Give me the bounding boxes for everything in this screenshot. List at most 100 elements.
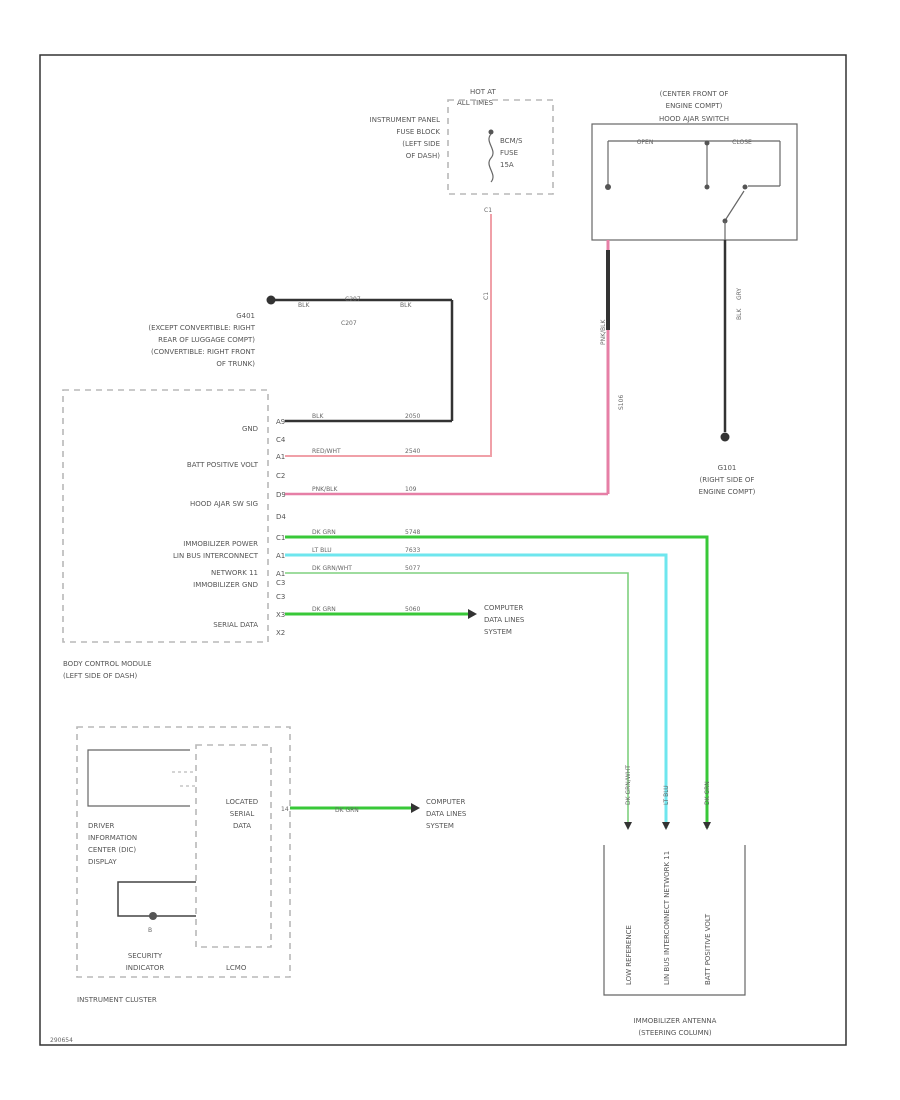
fuse-panel-line-2: FUSE BLOCK — [396, 128, 440, 136]
dic-line-2: INFORMATION — [88, 834, 137, 842]
g401-wire-label-1: BLK — [298, 302, 310, 309]
bcm-wire-color: LT BLU — [312, 547, 332, 554]
bcm-pin-label: IMMOBILIZER POWER — [183, 540, 258, 548]
bcm-pin-number: C2 — [276, 472, 285, 480]
bcm-pin-label: IMMOBILIZER GND — [193, 581, 258, 589]
g401-connector-label: C207 — [345, 296, 361, 303]
g401-connector-label-2: C207 — [341, 320, 357, 327]
bcm-circuit-number: 5077 — [405, 565, 420, 572]
bcm-wire-color: DK GRN — [312, 606, 336, 613]
wire-network-11 — [285, 572, 629, 828]
bcm-pin-number: D9 — [276, 491, 286, 499]
bcm-pin-number: X3 — [276, 611, 285, 619]
antenna-terminal-arrow — [662, 822, 670, 830]
hot-at-label: HOT AT — [470, 88, 497, 96]
wire-hood-right-label: BLK — [736, 308, 743, 320]
computer-data-1-line-2: DATA LINES — [484, 616, 525, 624]
bcm-pin-number: A1 — [276, 570, 285, 578]
serial-line-2: SERIAL — [230, 810, 255, 818]
bcm-pin-number: C3 — [276, 593, 285, 601]
wire-immobilizer-power — [285, 535, 709, 828]
bcm-circuit-number: 5748 — [405, 529, 420, 536]
wire-batt-positive — [285, 214, 492, 457]
wire-lin-bus — [285, 553, 668, 828]
fuse-line-1: BCM/S — [500, 137, 523, 145]
bcm-pin-number: A1 — [276, 552, 285, 560]
bcm-pin-number: C4 — [276, 436, 286, 444]
bcm-pin-label: GND — [242, 425, 258, 433]
g101-line-2: (RIGHT SIDE OF — [700, 476, 755, 484]
hood-switch-left-terminal — [605, 184, 611, 190]
cluster-bottom-label: LCMO — [226, 964, 247, 972]
bcm-pin-label: SERIAL DATA — [213, 621, 258, 629]
hood-switch-mid-terminal — [704, 184, 710, 190]
computer-data-1-line-3: SYSTEM — [484, 628, 512, 636]
bcm-pin-number: A1 — [276, 453, 285, 461]
bcm-circuit-number: 2540 — [405, 448, 420, 455]
bcm-pin-label: LIN BUS INTERCONNECT — [173, 552, 259, 560]
g401-line-2: (EXCEPT CONVERTIBLE: RIGHT — [148, 324, 255, 332]
antenna-pin-label: LIN BUS INTERCONNECT NETWORK 11 — [663, 851, 671, 985]
hood-switch-close-label: CLOSE — [732, 139, 752, 146]
bcm-pin-number: A9 — [276, 418, 285, 426]
antenna-wire-color: LT BLU — [663, 785, 670, 805]
fuse-terminal-dot — [488, 129, 494, 135]
computer-data-2-line-3: SYSTEM — [426, 822, 454, 830]
bcm-pin-label: HOOD AJAR SW SIG — [190, 500, 258, 508]
bcm-circuit-number: 109 — [405, 486, 417, 493]
bcm-title-2: (LEFT SIDE OF DASH) — [63, 672, 138, 680]
bcm-pin-number: C1 — [276, 534, 285, 542]
antenna-wire-color: DK GRN/WHT — [625, 765, 632, 805]
dic-line-4: DISPLAY — [88, 858, 117, 866]
wire-hood-right-label-2: GRY — [736, 288, 743, 300]
serial-data-arrow-2 — [411, 803, 420, 813]
antenna-terminal-arrow — [703, 822, 711, 830]
ground-g401: BLK C207 BLK C207 G401 (EXCEPT CONVERTIB… — [148, 295, 454, 421]
g101-line-3: ENGINE COMPT) — [699, 488, 756, 496]
cluster-title: INSTRUMENT CLUSTER — [77, 996, 157, 1004]
serial-data-arrow-1 — [468, 609, 477, 619]
fuse-block: HOT AT ALL TIMES INSTRUMENT PANEL FUSE B… — [370, 88, 554, 214]
bcm-pin-label: NETWORK 11 — [211, 569, 258, 577]
antenna-terminal-arrow — [624, 822, 632, 830]
indicator-wire — [117, 881, 196, 917]
bcm-title-1: BODY CONTROL MODULE — [63, 660, 152, 668]
g401-line-4: (CONVERTIBLE: RIGHT FRONT — [151, 348, 256, 356]
cluster-wire-label: DK GRN — [335, 807, 359, 814]
antenna-box — [603, 845, 746, 996]
bcm-circuit-number: 2050 — [405, 413, 420, 420]
fuse-panel-line-1: INSTRUMENT PANEL — [370, 116, 440, 124]
serial-line-3: DATA — [233, 822, 251, 830]
bcm-wire-color: BLK — [312, 413, 324, 420]
serial-line-1: LOCATED — [226, 798, 258, 806]
g101-line-1: G101 — [718, 464, 737, 472]
hood-switch-open-label: OPEN — [637, 139, 654, 146]
antenna-title-1: IMMOBILIZER ANTENNA — [634, 1017, 717, 1025]
indicator-line-2: INDICATOR — [126, 964, 165, 972]
hood-switch-contact — [742, 184, 748, 190]
hood-switch-title: HOOD AJAR SWITCH — [659, 115, 729, 123]
hot-at-label-2: ALL TIMES — [457, 99, 494, 107]
fuse-panel-line-4: OF DASH) — [406, 152, 441, 160]
fuse-line-3: 15A — [500, 161, 514, 169]
hood-splice-label: S106 — [618, 395, 625, 410]
antenna-pin-label: BATT POSITIVE VOLT — [704, 913, 712, 985]
bcm-pin-number: X2 — [276, 629, 285, 637]
dic-line-3: CENTER (DIC) — [88, 846, 136, 854]
bcm-pin-number: D4 — [276, 513, 286, 521]
indicator-line-1: SECURITY — [128, 952, 163, 960]
hood-location-line-1: (CENTER FRONT OF — [660, 90, 729, 98]
g401-wire-label-2: BLK — [400, 302, 412, 309]
fuse-symbol — [488, 133, 494, 183]
figure-id: 290654 — [50, 1037, 73, 1044]
bcm-wire-color: DK GRN — [312, 529, 336, 536]
hood-location-line-2: ENGINE COMPT) — [666, 102, 723, 110]
bcm-wire-color: DK GRN/WHT — [312, 565, 352, 572]
computer-data-2-line-1: COMPUTER — [426, 798, 465, 806]
bcm-box — [62, 389, 269, 643]
wire-hood-left-label: PNK/BLK — [600, 318, 607, 345]
computer-data-2-line-2: DATA LINES — [426, 810, 467, 818]
hood-switch-mid-dot — [704, 140, 710, 146]
